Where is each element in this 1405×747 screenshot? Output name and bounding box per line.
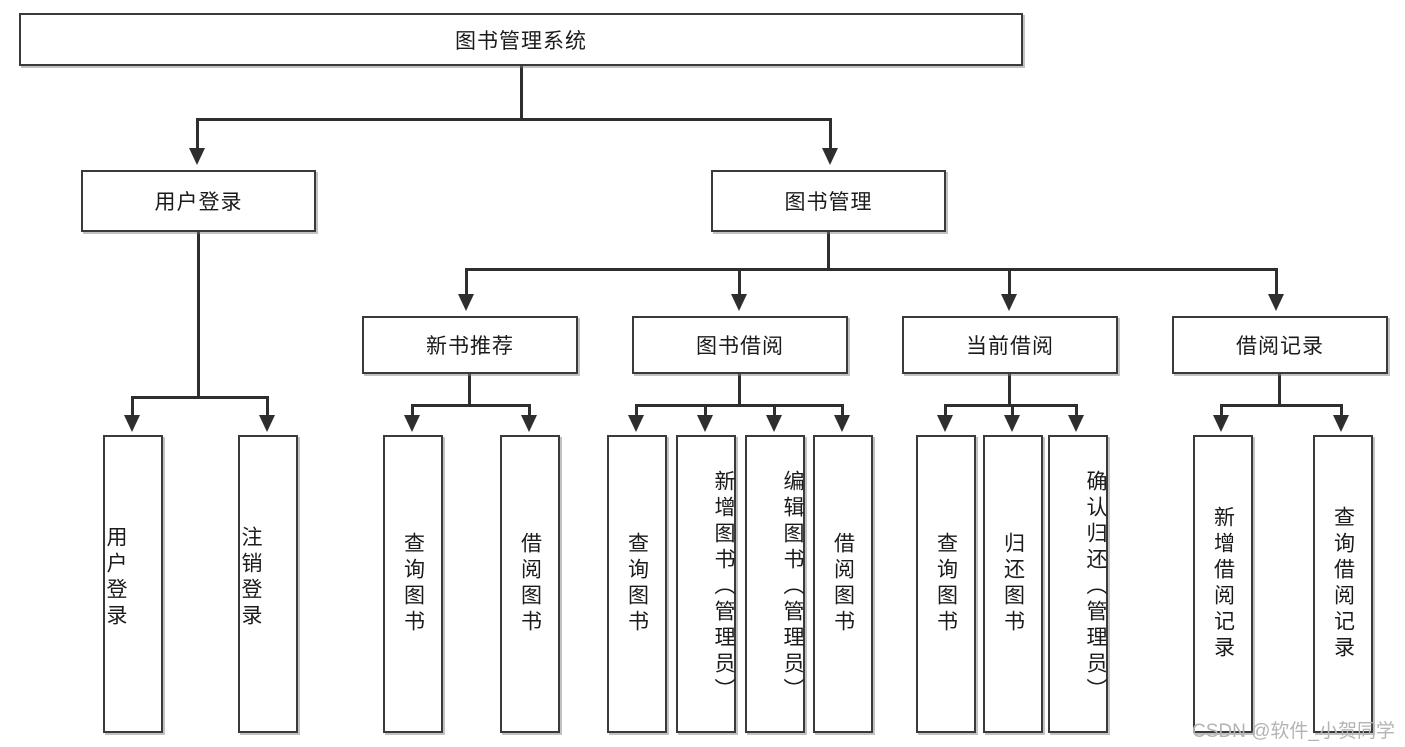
arrowhead-new-book-recommend [458,294,474,311]
node-book-borrow-label: 图书借阅 [696,335,784,358]
arrowhead-leaf-return-book [1004,415,1020,432]
connector-user-login-stem [197,232,200,398]
leaf-borrow-book-1[interactable]: 借阅图书 [500,435,560,733]
leaf-edit-book-label: 编辑图书（管理员） [781,470,804,704]
leaf-borrow-book-1-label: 借阅图书 [518,532,542,636]
node-current-borrow[interactable]: 当前借阅 [902,316,1118,374]
arrowhead-book-management [822,148,838,165]
connector-to-borrow-record [1275,268,1278,296]
arrowhead-leaf-query-borrow-record [1333,415,1349,432]
node-new-book-recommend[interactable]: 新书推荐 [362,316,578,374]
node-book-borrow[interactable]: 图书借阅 [632,316,848,374]
connector-to-book-borrow [738,268,741,296]
connector-nbr-drop-2 [528,404,531,418]
arrowhead-user-login [189,148,205,165]
connector-borrow-record-bus [1220,404,1343,407]
arrowhead-borrow-record [1268,294,1284,311]
connector-new-book-recommend-stem [468,374,471,406]
leaf-query-borrow-record[interactable]: 查询借阅记录 [1313,435,1373,733]
leaf-user-login[interactable]: 用户登录 [103,435,163,733]
arrowhead-leaf-confirm-return [1068,415,1084,432]
node-borrow-record[interactable]: 借阅记录 [1172,316,1388,374]
leaf-query-book-1[interactable]: 查询图书 [383,435,443,733]
leaf-add-book[interactable]: 新增图书（管理员） [676,435,736,733]
arrowhead-current-borrow [1001,294,1017,311]
leaf-add-borrow-record-label: 新增借阅记录 [1211,506,1235,662]
arrowhead-leaf-add-borrow-record [1213,415,1229,432]
connector-book-borrow-stem [738,374,741,406]
leaf-query-book-2[interactable]: 查询图书 [607,435,667,733]
leaf-query-book-3-label: 查询图书 [934,532,958,636]
leaf-borrow-book-2[interactable]: 借阅图书 [813,435,873,733]
connector-br-drop-2 [1340,404,1343,418]
leaf-add-borrow-record[interactable]: 新增借阅记录 [1193,435,1253,733]
arrowhead-leaf-borrow-book-2 [834,415,850,432]
arrowhead-leaf-logout-login [259,415,275,432]
leaf-borrow-book-2-label: 借阅图书 [831,532,855,636]
leaf-logout-login[interactable]: 注销登录 [238,435,298,733]
connector-br-drop-1 [1220,404,1223,418]
connector-new-book-recommend-bus [411,404,531,407]
arrowhead-leaf-add-book [697,415,713,432]
connector-level2-bus [465,268,1277,271]
connector-book-borrow-bus [635,404,844,407]
connector-bb-drop-1 [635,404,638,418]
leaf-add-book-label: 新增图书（管理员） [712,470,735,704]
node-current-borrow-label: 当前借阅 [966,335,1054,358]
arrowhead-leaf-borrow-book-1 [521,415,537,432]
connector-borrow-record-stem [1278,374,1281,406]
connector-level1-bus [196,118,832,121]
connector-root-stem [520,66,523,118]
leaf-confirm-return-label: 确认归还（管理员） [1084,470,1107,704]
node-root-label: 图书管理系统 [455,29,587,53]
arrowhead-leaf-query-book-2 [628,415,644,432]
connector-to-new-book-recommend [465,268,468,296]
connector-book-management-stem [827,232,830,270]
node-book-management-label: 图书管理 [784,191,873,214]
connector-cb-drop-1 [944,404,947,418]
arrowhead-leaf-query-book-3 [937,415,953,432]
leaf-query-book-2-label: 查询图书 [625,532,649,636]
leaf-user-login-label: 用户登录 [104,526,127,630]
connector-nbr-drop-1 [411,404,414,418]
connector-to-current-borrow [1008,268,1011,296]
node-root[interactable]: 图书管理系统 [19,13,1023,66]
connector-user-login-drop-2 [266,396,269,417]
node-new-book-recommend-label: 新书推荐 [426,335,514,358]
arrowhead-leaf-edit-book [766,415,782,432]
connector-cb-drop-3 [1075,404,1078,418]
connector-to-book-management [829,118,832,151]
connector-user-login-drop-1 [131,396,134,417]
leaf-return-book-label: 归还图书 [1001,532,1025,636]
node-book-management[interactable]: 图书管理 [711,170,946,232]
arrowhead-leaf-user-login [124,415,140,432]
node-user-login-label: 用户登录 [154,191,243,214]
arrowhead-leaf-query-book-1 [404,415,420,432]
connector-to-user-login [196,118,199,151]
connector-current-borrow-stem [1008,374,1011,406]
leaf-return-book[interactable]: 归还图书 [983,435,1043,733]
leaf-logout-login-label: 注销登录 [239,526,262,630]
arrowhead-book-borrow [731,294,747,311]
leaf-edit-book[interactable]: 编辑图书（管理员） [745,435,805,733]
leaf-confirm-return[interactable]: 确认归还（管理员） [1048,435,1108,733]
connector-bb-drop-4 [841,404,844,418]
connector-bb-drop-3 [773,404,776,418]
connector-cb-drop-2 [1011,404,1014,418]
node-borrow-record-label: 借阅记录 [1236,335,1324,358]
connector-user-login-bus [131,396,268,399]
node-user-login[interactable]: 用户登录 [81,170,316,232]
leaf-query-book-1-label: 查询图书 [401,532,425,636]
connector-bb-drop-2 [704,404,707,418]
leaf-query-book-3[interactable]: 查询图书 [916,435,976,733]
leaf-query-borrow-record-label: 查询借阅记录 [1331,506,1355,662]
